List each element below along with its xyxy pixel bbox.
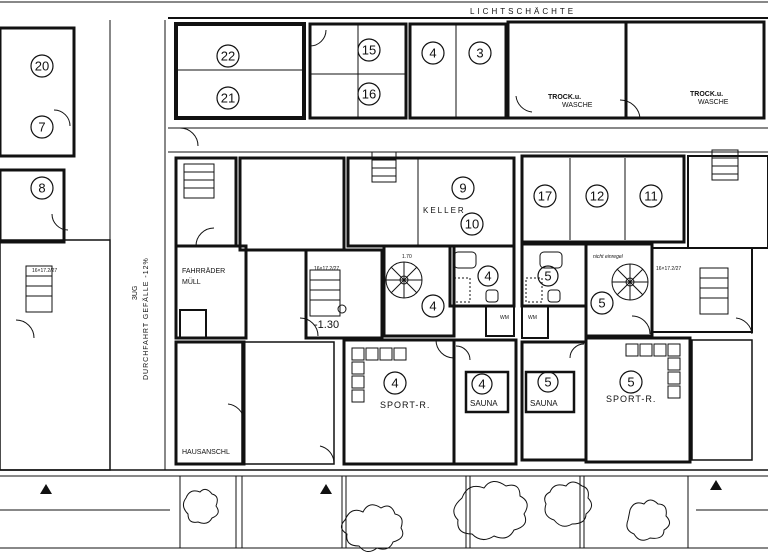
sport-label-left: SPORT-R. [380, 400, 430, 410]
hausanschl-label: HAUSANSCHL [182, 449, 230, 456]
room-circle-5b [590, 291, 614, 315]
room-3: 3 [476, 46, 483, 61]
level-label: -1.30 [314, 319, 339, 331]
lichtschaechte-label: LICHTSCHÄCHTE [470, 7, 576, 16]
room-circle-20 [30, 54, 54, 78]
room-5b: 5 [598, 296, 605, 311]
room-21: 21 [221, 91, 235, 106]
room-circle-4c [421, 294, 445, 318]
trees [182, 481, 670, 552]
room-numbers [30, 38, 663, 395]
room-circle-10 [460, 212, 484, 236]
room-12: 12 [590, 189, 604, 204]
room-5c: 5 [544, 375, 551, 390]
fahrraeder-label: FAHRRÄDER [182, 267, 225, 275]
room-circle-4b [477, 265, 499, 287]
room-circle-16 [357, 82, 381, 106]
room-4d: 4 [391, 376, 398, 391]
sauna-label-left: SAUNA [470, 399, 498, 408]
room-circle-9 [451, 176, 475, 200]
walls [0, 1, 768, 549]
text-labels: LICHTSCHÄCHTE TROCK.u. WASCHE TROCK.u. W… [32, 7, 729, 456]
side-code-label: 3UG [132, 286, 139, 300]
sport-label-right: SPORT-R. [606, 394, 656, 404]
wasche-label-2: WASCHE [698, 99, 729, 106]
stair-dim-mid: 16×17.2/27 [314, 266, 339, 272]
room-11: 11 [644, 189, 658, 204]
room-circle-4e [471, 373, 493, 395]
room-4c: 4 [429, 299, 436, 314]
nicht-oeffnet-label: nicht einregel [593, 254, 624, 260]
room-circle-5c [537, 371, 559, 393]
room-10: 10 [465, 217, 479, 232]
room-16: 16 [362, 87, 376, 102]
room-4b: 4 [484, 269, 491, 284]
trock-label-2: TROCK.u. [690, 91, 723, 98]
room-circle-22 [216, 44, 240, 68]
sauna-label-right: SAUNA [530, 399, 558, 408]
room-15: 15 [362, 43, 376, 58]
door-swings [15, 29, 753, 463]
stair-dim-left: 16×17.2/27 [32, 268, 57, 274]
level-markers [40, 480, 722, 494]
room-circle-11 [639, 184, 663, 208]
room-4e: 4 [478, 377, 485, 392]
room-circle-12 [585, 184, 609, 208]
room-5d: 5 [627, 375, 634, 390]
wasche-label-1: WASCHE [562, 102, 593, 109]
room-22: 22 [221, 49, 235, 64]
room-circle-5a [537, 265, 559, 287]
keller-label: KELLER [423, 206, 466, 215]
room-4a: 4 [429, 46, 436, 61]
wm-label-left: WM [500, 315, 509, 321]
muell-label: MÜLL [182, 278, 201, 286]
room-5a: 5 [544, 269, 551, 284]
room-8: 8 [38, 181, 45, 196]
sport-equipment [351, 343, 681, 403]
durchfahrt-label: DURCHFAHRT GEFÄLLE -12% [142, 257, 150, 380]
room-circle-15 [357, 38, 381, 62]
stair-dim-right: 16×17.2/27 [656, 266, 681, 272]
room-circle-5d [619, 370, 643, 394]
room-7: 7 [38, 120, 45, 135]
room-number-labels: 20 7 8 22 21 15 16 4 3 9 10 17 12 11 4 4… [35, 43, 658, 392]
room-circle-4a [421, 41, 445, 65]
room-circle-17 [533, 184, 557, 208]
room-17: 17 [538, 189, 552, 204]
bath-fixtures [337, 251, 563, 314]
room-circle-3 [468, 41, 492, 65]
stairs [25, 149, 739, 317]
room-9: 9 [459, 181, 466, 196]
room-circle-21 [216, 86, 240, 110]
room-20: 20 [35, 59, 49, 74]
trock-label-1: TROCK.u. [548, 94, 581, 101]
room-circle-7 [30, 115, 54, 139]
dim-170-label: 1.70 [402, 254, 412, 260]
room-circle-8 [30, 176, 54, 200]
wm-label-right: WM [528, 315, 537, 321]
room-circle-4d [383, 371, 407, 395]
